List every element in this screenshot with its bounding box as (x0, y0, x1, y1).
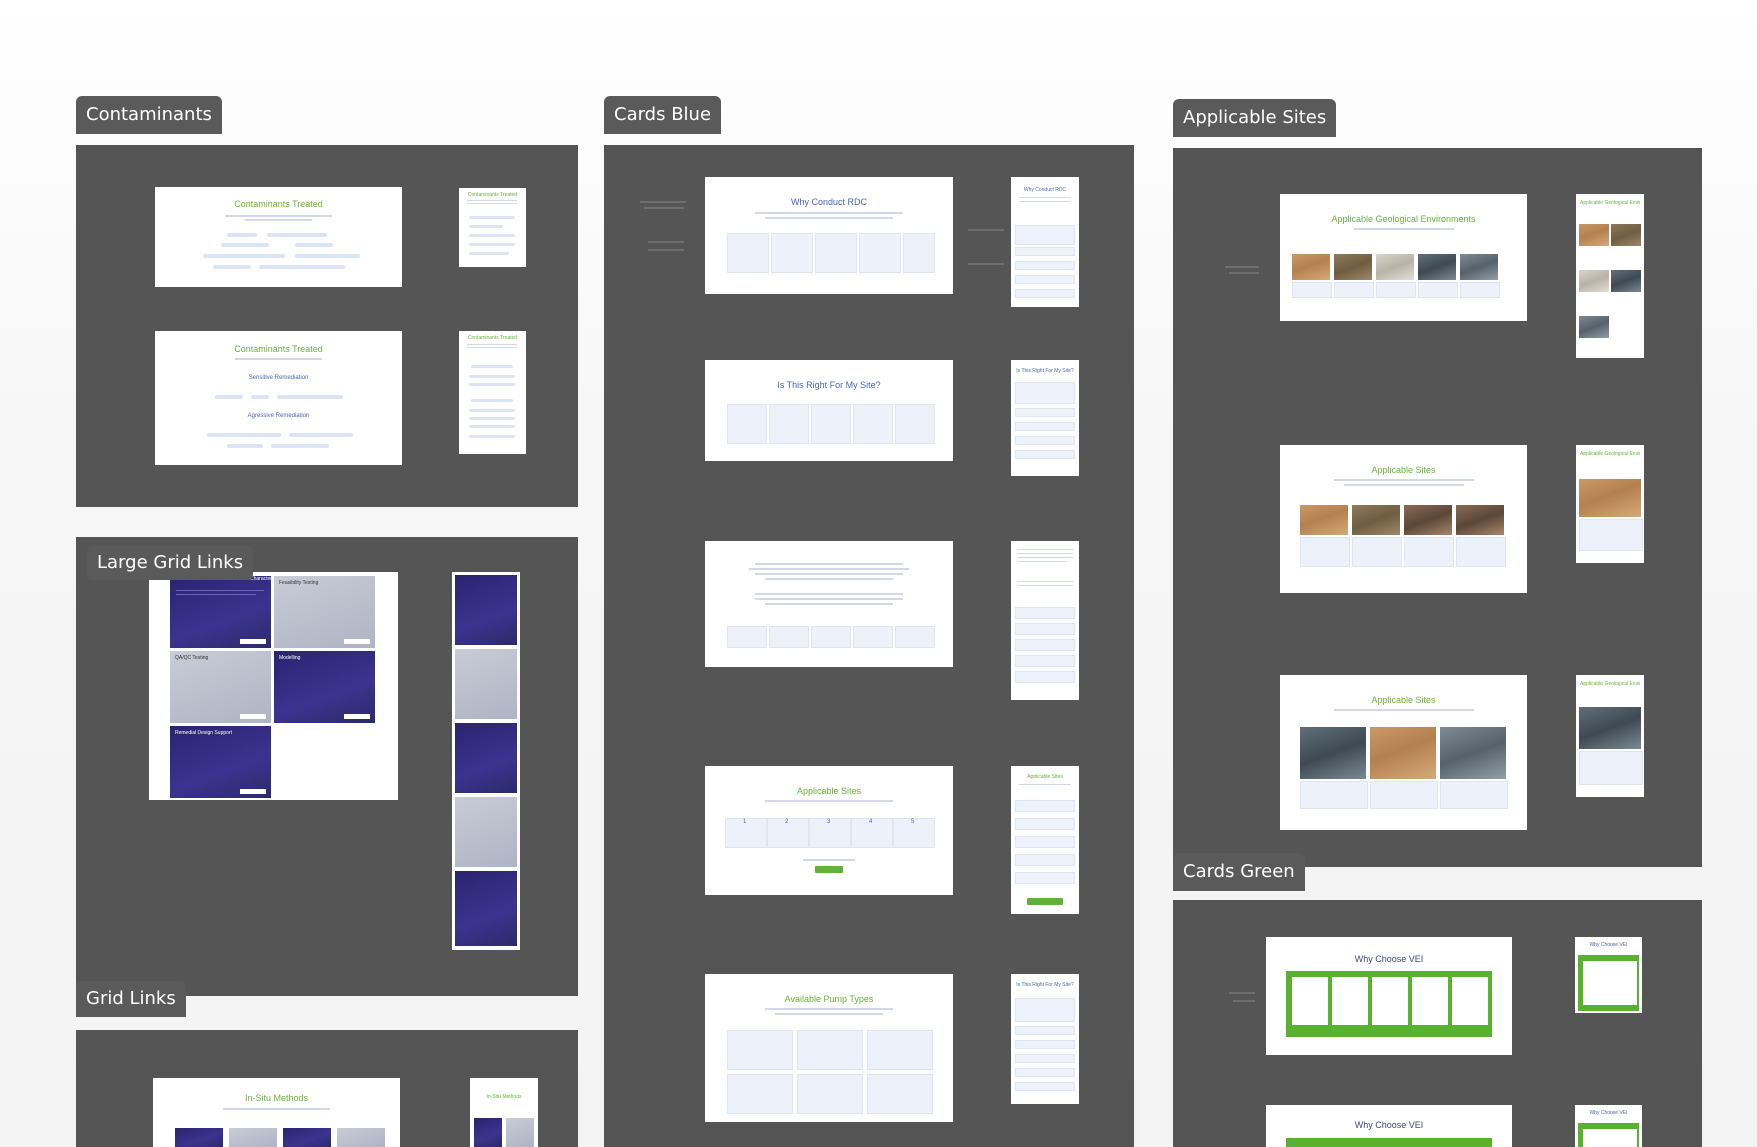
mobile-title: Applicable Geological Environments (1580, 200, 1640, 206)
mobile-title: Why Choose VEI (1589, 942, 1628, 948)
slide-applicable-sites-steps[interactable]: Applicable Sites 1 2 3 4 5 (705, 766, 953, 895)
slide-large-grid[interactable]: Site Characterization Feasibility Testin… (149, 572, 398, 800)
mobile-title: Applicable Sites (1027, 774, 1063, 780)
tile-remedial-design-support[interactable]: Remedial Design Support (170, 726, 271, 798)
board-contaminants[interactable]: Contaminants Treated Contaminants Treate… (76, 145, 578, 507)
tile-qaqc-testing[interactable]: QA/QC Testing (170, 651, 271, 723)
slide-title: Why Choose VEI (1354, 954, 1424, 964)
learn-more-button[interactable] (240, 789, 266, 794)
mobile-pump-types[interactable]: Is This Right For My Site? (1011, 974, 1079, 1104)
mobile-title: Is This Right For My Site? (1016, 368, 1074, 374)
board-large-grid-links[interactable]: Site Characterization Feasibility Testin… (76, 537, 578, 996)
frame-label-applicable-sites[interactable]: Applicable Sites (1173, 99, 1337, 137)
slide-is-this-right[interactable]: Is This Right For My Site? (705, 360, 953, 461)
slide-title: Contaminants Treated (234, 344, 323, 354)
slide-title: Applicable Sites (1371, 695, 1436, 705)
cta-button[interactable] (815, 866, 843, 873)
slide-title: Contaminants Treated (234, 199, 323, 209)
mobile-applicable-sites-2[interactable]: Applicable Geological Environments (1576, 675, 1644, 797)
mobile-title: Contaminants Treated (467, 335, 518, 341)
mobile-why-choose-vei-2[interactable]: Why Choose VEI (1575, 1105, 1642, 1147)
mobile-why-conduct-rdc[interactable]: Why Conduct RDC (1011, 177, 1079, 307)
board-applicable-sites[interactable]: Applicable Geological Environments Appli… (1173, 148, 1702, 867)
slide-applicable-sites-2[interactable]: Applicable Sites (1280, 675, 1527, 830)
slide-title: Available Pump Types (784, 994, 874, 1004)
mobile-why-choose-vei-1[interactable]: Why Choose VEI (1575, 937, 1642, 1013)
frame-label-cards-green[interactable]: Cards Green (1173, 853, 1305, 891)
board-grid-links[interactable]: In-Situ Methods In-Situ Methods (76, 1030, 578, 1147)
frame-label-grid-links[interactable]: Grid Links (76, 981, 186, 1017)
slide-title: Applicable Geological Environments (1331, 214, 1476, 224)
tile-modelling[interactable]: Modelling (274, 651, 375, 723)
learn-more-button[interactable] (240, 714, 266, 719)
slide-applicable-sites-1[interactable]: Applicable Sites (1280, 445, 1527, 593)
frame-label-contaminants[interactable]: Contaminants (76, 96, 222, 134)
mobile-applicable-sites-steps[interactable]: Applicable Sites (1011, 766, 1079, 914)
learn-more-button[interactable] (344, 714, 370, 719)
frame-label-large-grid-links[interactable]: Large Grid Links (87, 546, 254, 580)
mobile-contaminants-2[interactable]: Contaminants Treated (459, 331, 526, 454)
slide-text-block[interactable] (705, 541, 953, 667)
board-cards-green[interactable]: Why Choose VEI Why Choose VEI Why Choose… (1173, 900, 1702, 1147)
mobile-title: Applicable Geological Environments (1580, 451, 1640, 457)
mobile-large-grid[interactable] (452, 572, 520, 950)
mobile-contaminants-1[interactable]: Contaminants Treated (459, 188, 526, 267)
mobile-geological-environments[interactable]: Applicable Geological Environments (1576, 194, 1644, 358)
mobile-applicable-sites-1[interactable]: Applicable Geological Environments (1576, 445, 1644, 563)
slide-available-pump-types[interactable]: Available Pump Types (705, 974, 953, 1122)
mobile-title: In-Situ Methods (486, 1094, 522, 1100)
slide-why-conduct-rdc[interactable]: Why Conduct RDC (705, 177, 953, 294)
slide-why-choose-vei-2[interactable]: Why Choose VEI (1266, 1105, 1512, 1147)
slide-title: Why Conduct RDC (790, 197, 868, 207)
tile-feasibility-testing[interactable]: Feasibility Testing (274, 576, 375, 648)
mobile-title: Applicable Geological Environments (1580, 681, 1640, 687)
slide-title: Applicable Sites (1371, 465, 1436, 475)
slide-geological-environments[interactable]: Applicable Geological Environments (1280, 194, 1527, 321)
slide-contaminants-2[interactable]: Contaminants Treated Sensitive Remediati… (155, 331, 402, 465)
section-title-sensitive: Sensitive Remediation (248, 375, 309, 381)
cta-button[interactable] (1027, 898, 1063, 905)
slide-contaminants-1[interactable]: Contaminants Treated (155, 187, 402, 287)
mobile-title: Contaminants Treated (467, 192, 518, 198)
mobile-title: Is This Right For My Site? (1016, 982, 1074, 988)
mobile-is-this-right[interactable]: Is This Right For My Site? (1011, 360, 1079, 476)
slide-in-situ-methods[interactable]: In-Situ Methods (153, 1078, 400, 1147)
mobile-in-situ-methods[interactable]: In-Situ Methods (470, 1078, 538, 1147)
slide-title: Is This Right For My Site? (777, 380, 881, 390)
frame-label-cards-blue[interactable]: Cards Blue (604, 96, 722, 134)
slide-why-choose-vei-1[interactable]: Why Choose VEI (1266, 937, 1512, 1055)
tile-site-characterization[interactable]: Site Characterization (170, 576, 286, 648)
section-title-agressive: Agressive Remediation (247, 413, 310, 419)
mobile-title: Why Conduct RDC (1023, 187, 1067, 193)
slide-title: Applicable Sites (796, 786, 862, 796)
mobile-text-block[interactable] (1011, 541, 1079, 700)
slide-title: In-Situ Methods (244, 1093, 309, 1103)
board-cards-blue[interactable]: Why Conduct RDC Why Conduct RDC Is This … (604, 145, 1134, 1147)
mobile-title: Why Choose VEI (1589, 1110, 1628, 1116)
learn-more-button[interactable] (240, 639, 266, 644)
learn-more-button[interactable] (344, 639, 370, 644)
slide-title: Why Choose VEI (1354, 1120, 1424, 1130)
